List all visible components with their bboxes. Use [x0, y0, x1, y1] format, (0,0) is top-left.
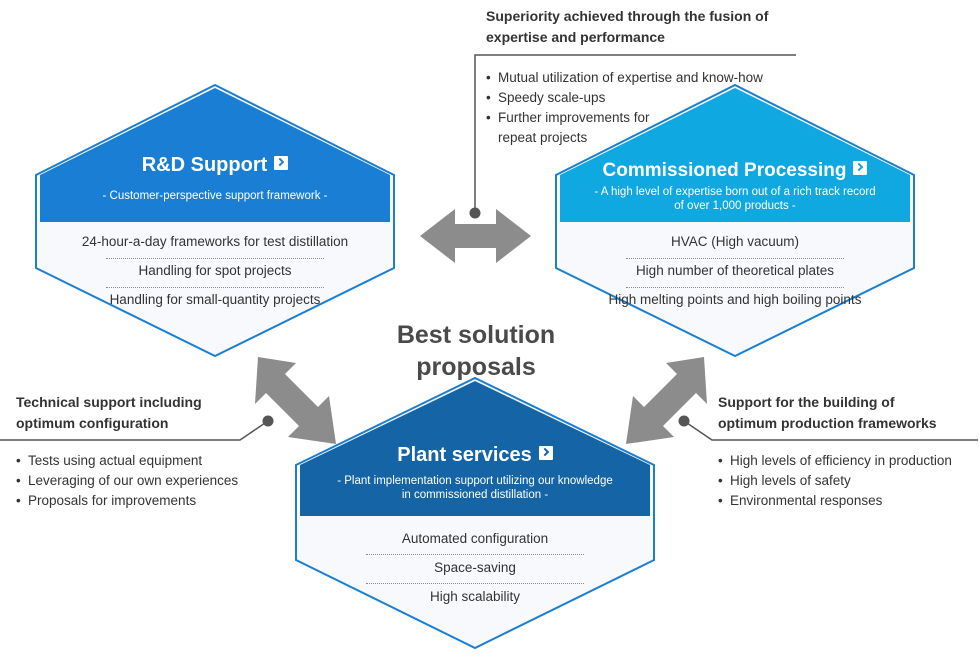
commissioned-processing-title[interactable]: Commissioned Processing — [560, 160, 910, 182]
plant-services-hexagon — [295, 376, 655, 650]
plant-item-3: High scalability — [429, 589, 521, 604]
commissioned-processing-hexagon — [555, 83, 915, 358]
rnd-support-title-text: R&D Support — [141, 154, 268, 176]
rnd-support-hexagon — [35, 83, 395, 358]
right-note-title: Support for the building of optimum prod… — [718, 392, 937, 434]
right-note-title-line2: optimum production frameworks — [718, 415, 937, 431]
commissioned-processing-subtitle-1: - A high level of expertise born out of … — [594, 186, 876, 198]
top-note-title-line2: expertise and performance — [486, 29, 665, 45]
commissioned-processing-subtitle-2: of over 1,000 products - — [674, 200, 796, 212]
top-note-connector — [474, 54, 796, 213]
list-item: High levels of safety — [718, 471, 952, 491]
right-note-bullets: High levels of efficiency in production … — [718, 451, 952, 511]
commissioned-item-1: HVAC (High vacuum) — [670, 234, 800, 249]
right-note-connector — [683, 420, 978, 441]
list-item: Environmental responses — [718, 491, 952, 511]
divider — [366, 583, 584, 584]
list-item: Proposals for improvements — [16, 491, 238, 511]
right-note-title-line1: Support for the building of — [718, 394, 895, 410]
rnd-support-subtitle: - Customer-perspective support framework… — [102, 190, 328, 202]
list-item: High levels of efficiency in production — [718, 451, 952, 471]
commissioned-item-3: High melting points and high boiling poi… — [608, 292, 862, 307]
left-note-connector — [0, 420, 269, 441]
center-title: Best solution proposals — [346, 319, 606, 383]
left-note-title: Technical support including optimum conf… — [16, 392, 202, 434]
commissioned-processing-title-text: Commissioned Processing — [602, 160, 847, 181]
divider — [366, 554, 584, 555]
plant-services-title-text: Plant services — [397, 444, 532, 466]
top-note-bullet-continuation: repeat projects — [498, 130, 588, 145]
list-item: Leveraging of our own experiences — [16, 471, 238, 491]
left-note-title-line1: Technical support including — [16, 394, 202, 410]
divider — [106, 258, 324, 259]
commissioned-item-2: High number of theoretical plates — [635, 263, 835, 278]
rnd-item-2: Handling for spot projects — [138, 263, 292, 278]
left-connector-dot — [262, 415, 274, 427]
list-item: Further improvements for — [486, 108, 763, 128]
divider — [626, 287, 844, 288]
chevron-right-icon[interactable] — [274, 156, 289, 170]
rnd-item-1: 24-hour-a-day frameworks for test distil… — [81, 234, 349, 249]
top-note-title: Superiority achieved through the fusion … — [486, 6, 768, 48]
chevron-right-icon[interactable] — [538, 446, 553, 460]
divider — [106, 287, 324, 288]
plant-item-1: Automated configuration — [401, 531, 549, 546]
top-note-title-line1: Superiority achieved through the fusion … — [486, 8, 769, 24]
plant-services-title[interactable]: Plant services — [300, 444, 650, 467]
list-item: Tests using actual equipment — [16, 451, 238, 471]
left-diagonal-double-arrow — [255, 357, 336, 444]
plant-item-2: Space-saving — [434, 560, 516, 575]
left-note-title-line2: optimum configuration — [16, 415, 169, 431]
plant-services-subtitle-2: in commissioned distillation - — [401, 489, 549, 501]
rnd-item-3: Handling for small-quantity projects — [109, 292, 321, 307]
list-item: Mutual utilization of expertise and know… — [486, 68, 763, 88]
top-connector-dot — [469, 207, 481, 219]
center-title-line1: Best solution — [396, 321, 556, 349]
center-title-line2: proposals — [416, 353, 536, 381]
list-item: Speedy scale-ups — [486, 88, 763, 108]
left-note-bullets: Tests using actual equipment Leveraging … — [16, 451, 238, 511]
rnd-support-title[interactable]: R&D Support — [40, 154, 390, 177]
plant-services-subtitle-1: - Plant implementation support utilizing… — [337, 475, 613, 487]
right-connector-dot — [678, 415, 690, 427]
divider — [626, 258, 844, 259]
horizontal-double-arrow — [420, 209, 531, 263]
right-diagonal-double-arrow — [626, 357, 707, 444]
chevron-right-icon[interactable] — [853, 161, 868, 175]
top-note-bullets: Mutual utilization of expertise and know… — [486, 68, 763, 128]
